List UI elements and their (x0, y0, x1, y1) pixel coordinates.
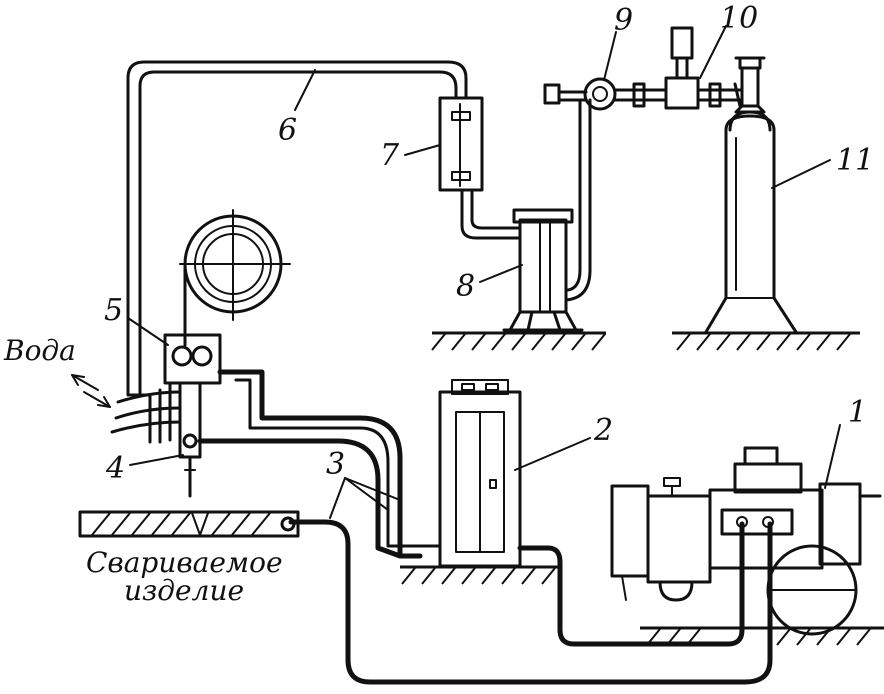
gas-hose-6 (126, 60, 468, 397)
welding-torch-4 (110, 381, 202, 498)
label-8: 8 (456, 269, 475, 304)
label-water: Вода (3, 334, 76, 367)
label-5: 5 (104, 293, 123, 328)
water-arrows (71, 374, 111, 408)
label-workpiece-line2: изделие (124, 574, 244, 607)
label-6: 6 (278, 113, 297, 148)
label-11: 11 (836, 143, 874, 178)
wire-reel (179, 209, 291, 347)
flowmeter-7 (438, 96, 520, 240)
label-9: 9 (614, 3, 633, 38)
workpiece (78, 510, 300, 538)
leader-lines (127, 25, 841, 519)
label-workpiece-line1: Свариваемое (86, 546, 283, 579)
label-1: 1 (848, 395, 867, 430)
power-cable-3 (197, 369, 773, 685)
label-4: 4 (105, 451, 125, 486)
welding-generator-1 (610, 446, 882, 636)
control-box-2 (438, 379, 522, 568)
label-7: 7 (380, 138, 400, 173)
ground-hatch-cylinder (672, 331, 860, 351)
label-2: 2 (593, 413, 613, 448)
label-3: 3 (326, 447, 345, 482)
ground-hatch-control-box (400, 565, 560, 585)
gas-cylinder-11 (704, 56, 798, 334)
gas-regulator-8 (502, 98, 592, 332)
ground-hatch-regulator (431, 331, 606, 351)
ground-hatch-generator (640, 626, 884, 646)
wire-feeder-5 (163, 333, 222, 385)
label-10: 10 (720, 1, 758, 36)
solenoid-valve-10 (664, 26, 742, 110)
gas-valve-9 (543, 77, 668, 111)
